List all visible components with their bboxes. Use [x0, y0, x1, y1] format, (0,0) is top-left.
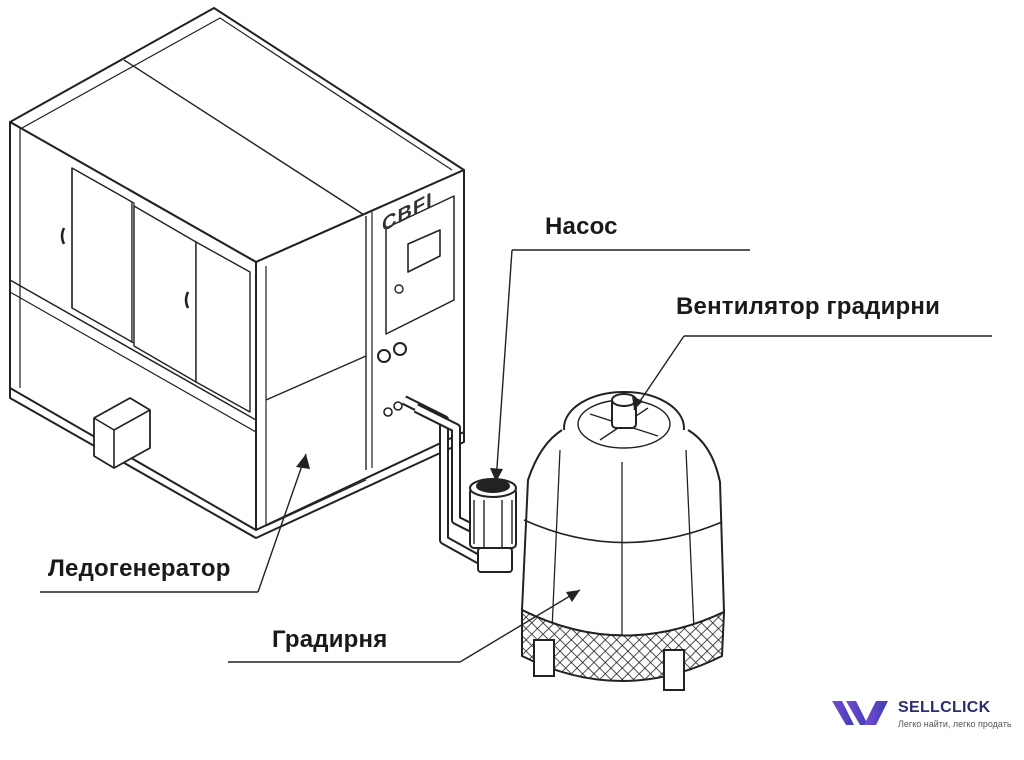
tower-leader [459, 589, 581, 663]
callout-lines [40, 249, 992, 663]
indicator-icon [377, 349, 391, 363]
watermark-name: SELLCLICK [898, 699, 991, 716]
door-handle-icon [184, 291, 190, 309]
watermark: SELLCLICK Легко найти, легко продать [832, 697, 1012, 737]
door-handle-icon [60, 227, 66, 245]
callout-arrowheads [296, 396, 643, 602]
label-pump: Насос [545, 213, 618, 240]
label-ice-generator: Ледогенератор [48, 555, 231, 582]
junction-box [93, 397, 151, 469]
fan-icon [577, 393, 671, 449]
sellclick-logo-icon [832, 701, 888, 725]
label-cooling-tower: Градирня [272, 626, 388, 653]
pump-motor-top [476, 479, 510, 493]
fan-leader [633, 335, 685, 411]
tower-leg [663, 649, 685, 691]
door-right-2 [195, 241, 251, 413]
tower-leg [533, 639, 555, 677]
cooling-tower [520, 391, 726, 691]
watermark-tagline: Легко найти, легко продать [898, 719, 1012, 729]
indicator-icon [393, 342, 407, 356]
pump-leader [495, 249, 513, 483]
ice-generator [9, 7, 489, 565]
ice-leader [257, 453, 307, 593]
pump [469, 478, 517, 573]
label-fan: Вентилятор градирни [676, 293, 941, 320]
control-screen [407, 229, 441, 273]
